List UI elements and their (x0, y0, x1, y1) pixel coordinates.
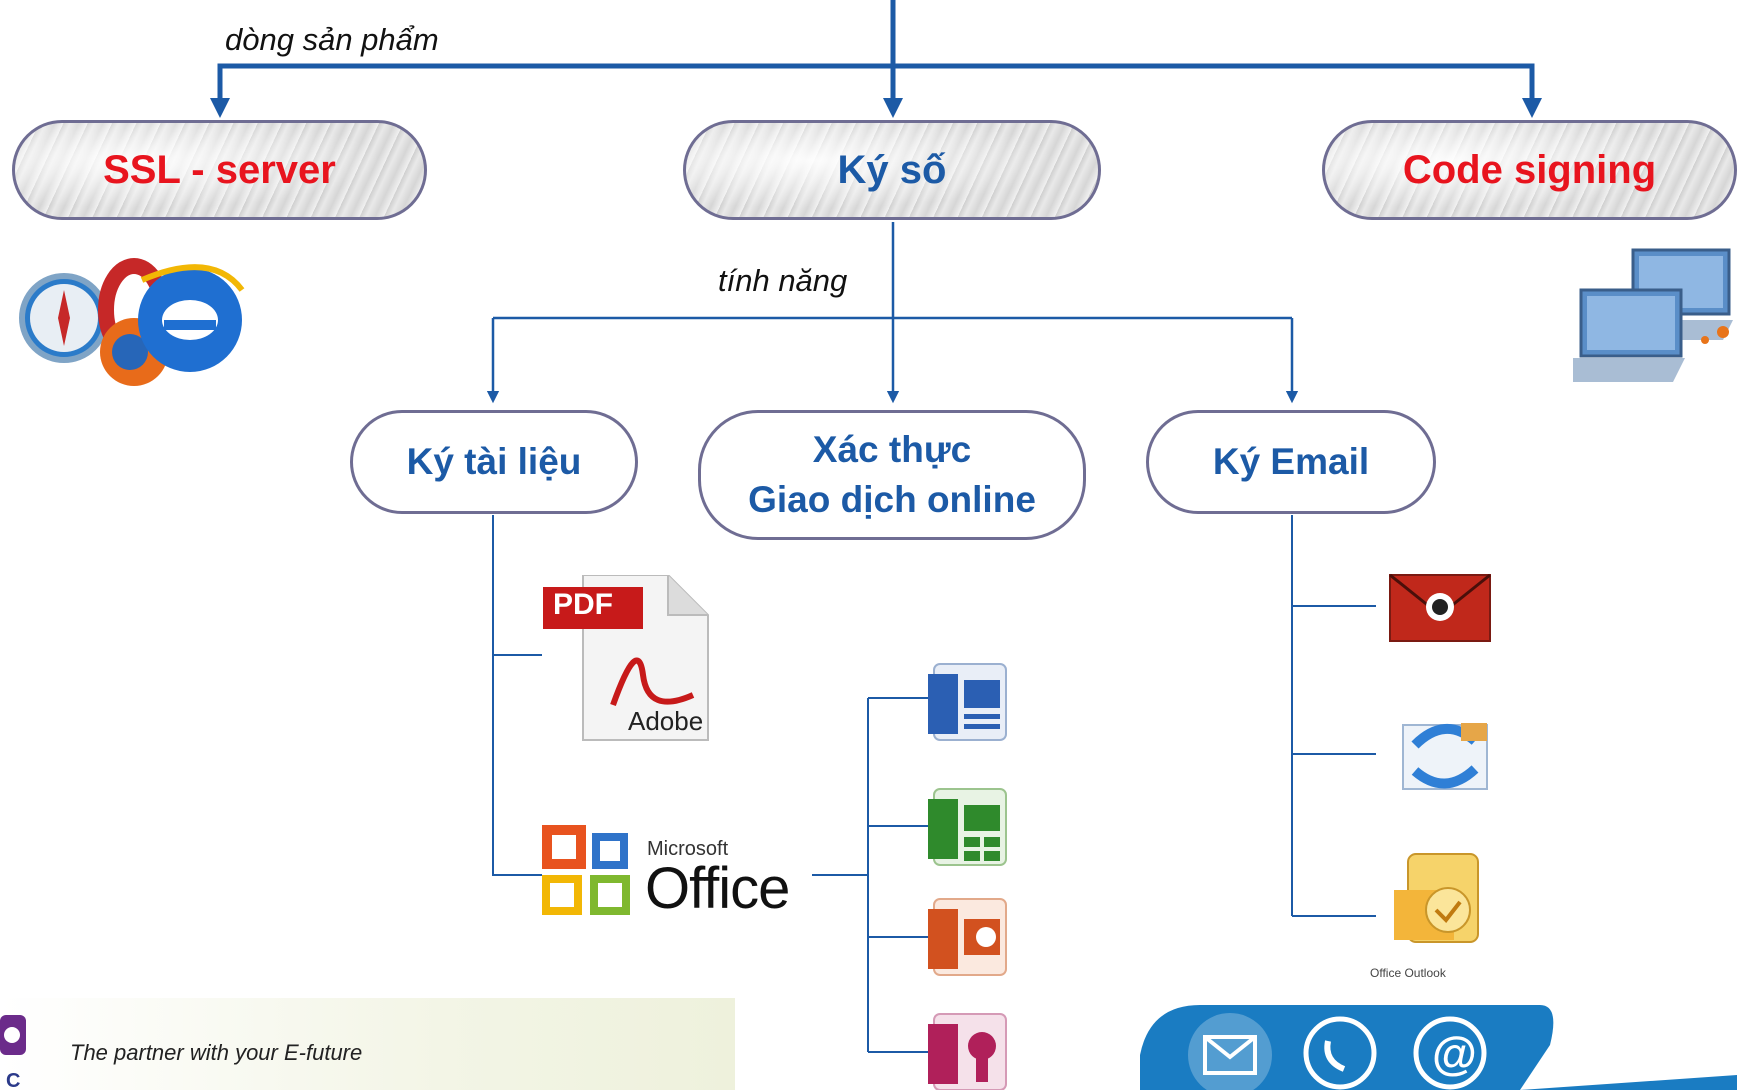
office-brand-small: Microsoft (647, 838, 729, 860)
email-connectors (1291, 515, 1376, 917)
node-doc-sign: Ký tài liệu (350, 410, 638, 514)
email-envelope-icon (1389, 573, 1491, 642)
svg-text:C: C (6, 1070, 20, 1090)
browsers-icon (19, 258, 245, 386)
pdf-brand: Adobe (628, 706, 704, 736)
features-label: tính năng (718, 263, 848, 298)
pdf-icon (543, 575, 709, 741)
company-logo-icon: C (0, 1015, 26, 1090)
node-auth-line2: Giao dịch online (748, 479, 1036, 520)
footer-tagline: The partner with your E-future (70, 1040, 363, 1065)
node-code-signing: Code signing (1322, 120, 1737, 220)
node-ssl-server-label: SSL - server (103, 147, 336, 192)
node-ssl-server: SSL - server (12, 120, 427, 220)
feature-connectors (486, 222, 1299, 404)
laptops-icon (1573, 248, 1733, 382)
excel-icon (928, 788, 1007, 866)
top-connectors (210, 0, 1542, 118)
node-ky-so-label: Ký số (837, 147, 947, 192)
contact-icons: @ (1140, 1005, 1737, 1090)
product-line-label: dòng sản phẩm (225, 22, 439, 57)
access-icon (928, 1013, 1007, 1090)
outlook-icon (1394, 853, 1479, 943)
svg-text:@: @ (1432, 1027, 1477, 1079)
word-icon (928, 663, 1007, 741)
node-auth-online: Xác thực Giao dịch online (698, 410, 1086, 540)
powerpoint-icon (928, 898, 1007, 976)
outlook-caption: Office Outlook (1370, 966, 1446, 980)
node-ky-so: Ký số (683, 120, 1101, 220)
node-email-sign: Ký Email (1146, 410, 1436, 514)
node-code-signing-label: Code signing (1402, 147, 1657, 192)
node-doc-sign-label: Ký tài liệu (406, 441, 582, 482)
node-auth-line1: Xác thực (812, 429, 972, 470)
pdf-title: PDF (553, 588, 613, 621)
email-sync-icon (1402, 723, 1488, 790)
office-brand-large: Office (645, 856, 790, 921)
office-connectors (812, 697, 928, 1053)
node-email-sign-label: Ký Email (1212, 441, 1370, 482)
footer-band (0, 998, 735, 1090)
office-logo-icon (542, 825, 630, 915)
doc-connectors (492, 515, 542, 876)
